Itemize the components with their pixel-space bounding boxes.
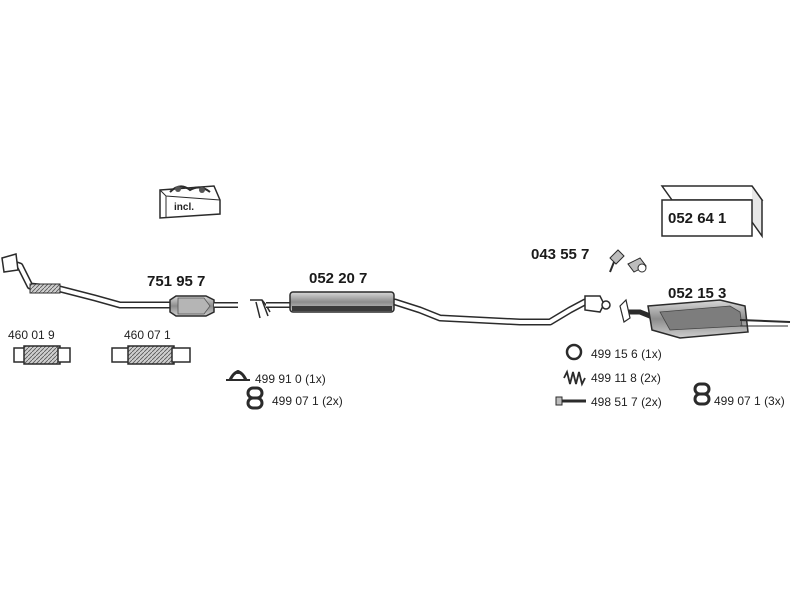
rear-silencer [619, 298, 791, 339]
gasket-ring-icon [565, 343, 583, 361]
rubber-hanger-icon [246, 386, 264, 410]
rear-silencer-part-number: 052 15 3 [668, 285, 727, 302]
kit-badge-label: incl. [174, 202, 195, 213]
hardware-hanger-code: 499 07 1 (2x) [272, 394, 343, 408]
long-bolt-icon [555, 396, 586, 406]
kit-box-label: 052 64 1 [668, 210, 727, 227]
bolt-pair-icon [609, 249, 647, 273]
hardware-spring-code: 499 11 8 (2x) [591, 371, 661, 385]
front-pipe [1, 253, 179, 309]
middle-pipe [250, 295, 611, 326]
kit-box-icon [660, 185, 764, 239]
middle-silencer [289, 291, 395, 313]
hardware-clamp-code: 499 91 0 (1x) [255, 372, 326, 386]
catalytic-converter [169, 295, 238, 317]
hardware-hanger-right-code: 499 07 1 (3x) [714, 394, 785, 408]
spring-icon [563, 369, 586, 387]
kit-included-icon [159, 185, 221, 219]
middle-silencer-part-number: 052 20 7 [309, 270, 368, 287]
catalyst-part-number: 751 95 7 [147, 273, 206, 290]
rubber-hanger-icon-right [693, 382, 711, 406]
clamp-icon [226, 370, 250, 381]
flex-pipe-right [111, 345, 191, 365]
flex-right-part-number: 460 07 1 [124, 328, 171, 342]
flex-left-part-number: 460 01 9 [8, 328, 55, 342]
bolt-pair-part-number: 043 55 7 [531, 246, 590, 263]
hardware-bolt-code: 498 51 7 (2x) [591, 395, 662, 409]
flex-pipe-left [13, 345, 71, 365]
hardware-ring-code: 499 15 6 (1x) [591, 347, 662, 361]
